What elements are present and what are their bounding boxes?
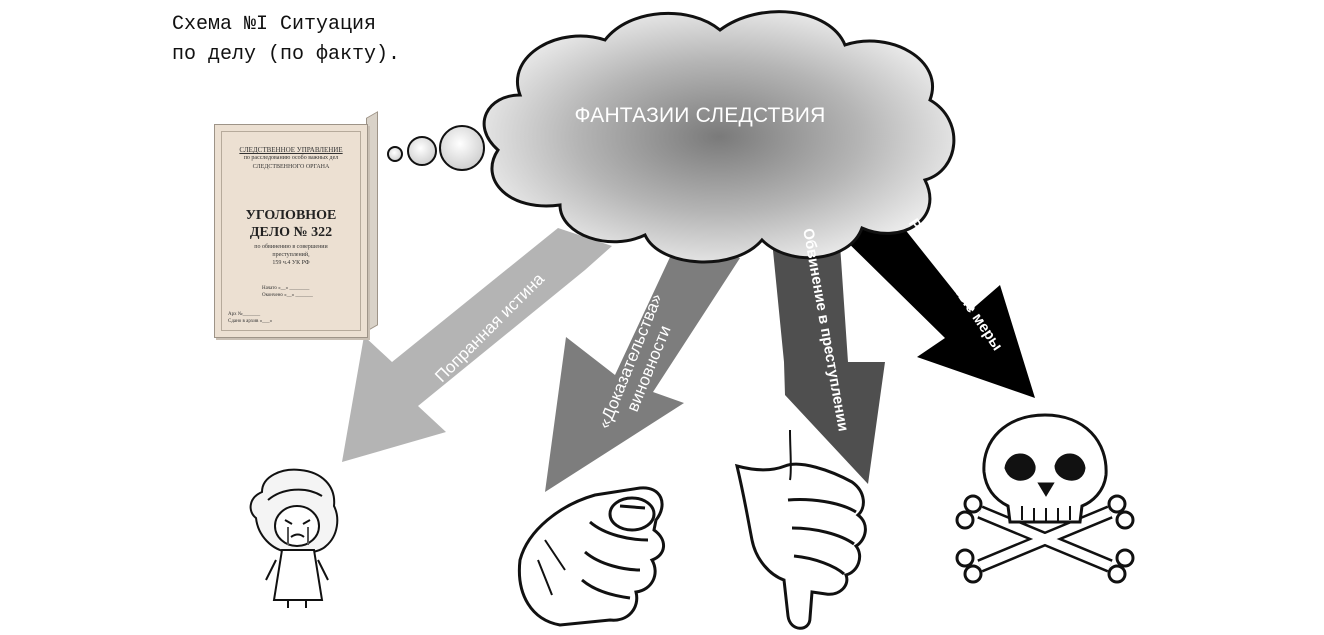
case-file-started: Начато «__» ________: [262, 286, 310, 291]
arrow-repressive-measures: [833, 198, 1035, 398]
skull-crossbones-icon: [955, 413, 1135, 584]
diagram-caption: Схема №I Ситуация по делу (по факту).: [172, 10, 400, 70]
case-file-subtitle-3: 159 ч.4 УК РФ: [272, 260, 310, 266]
investigation-cloud: [482, 10, 956, 264]
caption-line-1: Схема №I Ситуация: [172, 13, 377, 36]
caption-line-2: по делу (по факту).: [172, 43, 401, 66]
crying-girl-icon: [249, 468, 339, 608]
thought-bubble-small: [387, 146, 403, 162]
case-file-header-3: СЛЕДСТВЕННОГО ОРГАНА: [252, 164, 330, 170]
thought-bubble-large: [439, 125, 485, 171]
arrow-trampled-truth: [342, 228, 612, 462]
case-file-header-2: по расследованию особо важных дел: [243, 155, 339, 161]
case-file-subtitle-1: по обвинению в совершении: [254, 244, 328, 250]
case-file-title-1: УГОЛОВНОЕ: [245, 208, 337, 223]
case-file-archive-no: Арх №_______: [228, 312, 261, 317]
case-file-finished: Окончено «__» _______: [262, 293, 313, 298]
arrow-evidence: [545, 240, 740, 492]
case-file-archived: Сдано в архив «___»: [228, 319, 273, 324]
thought-bubble-medium: [407, 136, 437, 166]
thumbs-down-icon: [734, 429, 867, 630]
case-file-header-1: СЛЕДСТВЕННОЕ УПРАВЛЕНИЕ: [239, 146, 343, 154]
criminal-case-file: СЛЕДСТВЕННОЕ УПРАВЛЕНИЕ по расследованию…: [214, 111, 378, 338]
case-file-cover: СЛЕДСТВЕННОЕ УПРАВЛЕНИЕ по расследованию…: [214, 124, 368, 338]
case-file-title-2: ДЕЛО № 322: [249, 225, 333, 240]
cloud-label: ФАНТАЗИИ СЛЕДСТВИЯ: [574, 104, 826, 127]
pointing-fist-icon: [517, 486, 665, 627]
case-file-frame: СЛЕДСТВЕННОЕ УПРАВЛЕНИЕ по расследованию…: [221, 131, 361, 331]
arrow-accusation: [770, 215, 885, 484]
case-file-subtitle-2: преступлений,: [272, 252, 310, 258]
